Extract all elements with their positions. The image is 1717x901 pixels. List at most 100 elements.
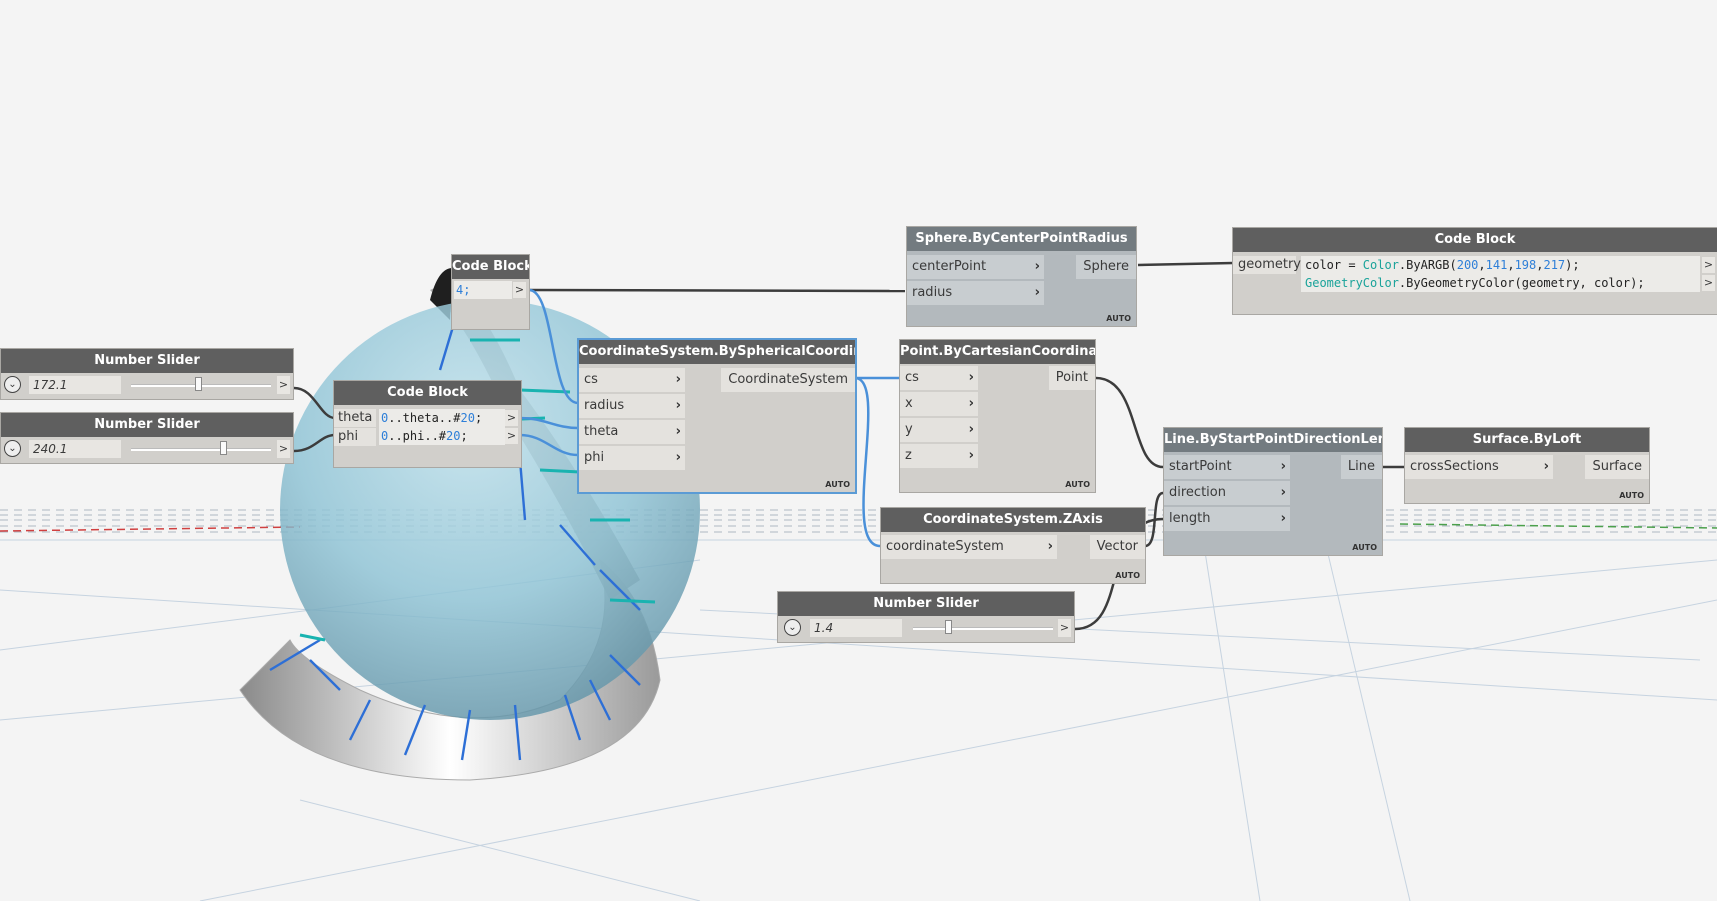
input-port-y[interactable]: y› bbox=[900, 418, 978, 442]
slider-track[interactable] bbox=[131, 448, 271, 451]
input-port-theta[interactable]: theta› bbox=[579, 420, 685, 444]
wire-sphere-geometry bbox=[1137, 261, 1234, 267]
slider-thumb[interactable] bbox=[195, 377, 202, 391]
output-port-vector[interactable]: Vector bbox=[1089, 535, 1145, 559]
wire-slider1-theta bbox=[293, 386, 336, 420]
slider-value-field[interactable]: 172.1 bbox=[29, 376, 121, 394]
input-port-crosssections[interactable]: crossSections› bbox=[1405, 455, 1553, 479]
lacing-indicator: AUTO bbox=[825, 480, 850, 489]
output-port-2[interactable]: > bbox=[1702, 275, 1715, 291]
chevron-right-icon: › bbox=[1280, 459, 1286, 474]
chevron-down-icon[interactable]: ⌄ bbox=[4, 440, 21, 457]
wire-point-to-line bbox=[1095, 376, 1164, 469]
output-port[interactable]: > bbox=[277, 376, 290, 394]
slider-value-field[interactable]: 1.4 bbox=[810, 619, 902, 637]
chevron-right-icon: › bbox=[968, 422, 974, 437]
number-slider-node-2[interactable]: Number Slider ⌄ 240.1 > bbox=[0, 412, 294, 464]
chevron-right-icon: › bbox=[968, 370, 974, 385]
wire-range-phi bbox=[519, 433, 579, 457]
output-port-point[interactable]: Point bbox=[1048, 366, 1095, 390]
code-block-node-range[interactable]: Code Block theta phi 0..theta..#20;0..ph… bbox=[333, 380, 522, 468]
point-by-cartesian-coordinates-node[interactable]: Point.ByCartesianCoordinates cs› x› y› z… bbox=[899, 339, 1096, 493]
code-line-1: color = Color.ByARGB(200,141,198,217); bbox=[1305, 258, 1580, 272]
lacing-indicator: AUTO bbox=[1065, 480, 1090, 489]
chevron-right-icon: › bbox=[1034, 259, 1040, 274]
output-port[interactable]: > bbox=[1058, 619, 1071, 637]
input-port-z[interactable]: z› bbox=[900, 444, 978, 468]
node-title: Code Block bbox=[1233, 228, 1717, 252]
input-port-cs[interactable]: cs› bbox=[579, 368, 685, 392]
node-title: Code Block bbox=[452, 255, 529, 279]
input-port-geometry[interactable]: geometry bbox=[1233, 256, 1301, 274]
sphere-by-center-point-radius-node[interactable]: Sphere.ByCenterPointRadius centerPoint› … bbox=[906, 226, 1137, 327]
input-port-x[interactable]: x› bbox=[900, 392, 978, 416]
number-slider-node-1[interactable]: Number Slider ⌄ 172.1 > bbox=[0, 348, 294, 400]
wire-4-to-cs-radius bbox=[528, 288, 579, 405]
output-port-2[interactable]: > bbox=[505, 428, 518, 444]
slider-thumb[interactable] bbox=[220, 441, 227, 455]
code-editor[interactable]: 4; bbox=[454, 281, 512, 299]
input-port-phi[interactable]: phi› bbox=[579, 446, 685, 470]
output-port-coordinatesystem[interactable]: CoordinateSystem bbox=[721, 368, 855, 392]
number-slider-node-3[interactable]: Number Slider ⌄ 1.4 > bbox=[777, 591, 1075, 643]
node-title: Number Slider bbox=[778, 592, 1074, 616]
y-axis-line bbox=[1399, 523, 1717, 529]
input-port-centerpoint[interactable]: centerPoint› bbox=[907, 255, 1044, 279]
output-port-line[interactable]: Line bbox=[1340, 455, 1382, 479]
wire-range-theta bbox=[519, 416, 579, 430]
chevron-right-icon: › bbox=[675, 450, 681, 465]
input-port-radius[interactable]: radius› bbox=[579, 394, 685, 418]
chevron-right-icon: › bbox=[675, 372, 681, 387]
node-title: Point.ByCartesianCoordinates bbox=[900, 340, 1095, 364]
input-port-radius[interactable]: radius› bbox=[907, 281, 1044, 305]
node-title: Sphere.ByCenterPointRadius bbox=[907, 227, 1136, 251]
input-port-direction[interactable]: direction› bbox=[1164, 481, 1290, 505]
chevron-right-icon: › bbox=[1280, 511, 1286, 526]
node-title: Number Slider bbox=[1, 413, 293, 437]
chevron-down-icon[interactable]: ⌄ bbox=[4, 376, 21, 393]
horizon-dashes bbox=[0, 509, 1717, 533]
wire-4-to-radius bbox=[528, 288, 906, 293]
code-line-2: GeometryColor.ByGeometryColor(geometry, … bbox=[1305, 276, 1645, 290]
output-port[interactable]: > bbox=[513, 282, 526, 298]
lacing-indicator: AUTO bbox=[1619, 491, 1644, 500]
lacing-indicator: AUTO bbox=[1352, 543, 1377, 552]
output-port-1[interactable]: > bbox=[1702, 257, 1715, 273]
output-port-sphere[interactable]: Sphere bbox=[1076, 255, 1136, 279]
chevron-right-icon: › bbox=[1543, 459, 1549, 474]
slider-thumb[interactable] bbox=[945, 620, 952, 634]
chevron-right-icon: › bbox=[968, 448, 974, 463]
chevron-down-icon[interactable]: ⌄ bbox=[784, 619, 801, 636]
node-title: Code Block bbox=[334, 381, 521, 405]
input-port-cs[interactable]: cs› bbox=[900, 366, 978, 390]
node-title: CoordinateSystem.ZAxis bbox=[881, 508, 1145, 532]
input-port-startpoint[interactable]: startPoint› bbox=[1164, 455, 1290, 479]
code-block-node-color[interactable]: Code Block geometry color = Color.ByARGB… bbox=[1232, 227, 1717, 315]
output-port[interactable]: > bbox=[277, 440, 290, 458]
output-port-surface[interactable]: Surface bbox=[1585, 455, 1649, 479]
code-editor[interactable]: color = Color.ByARGB(200,141,198,217); Ge… bbox=[1301, 256, 1700, 292]
slider-track[interactable] bbox=[913, 627, 1053, 630]
node-title: CoordinateSystem.BySphericalCoordinates bbox=[579, 340, 855, 364]
input-port-length[interactable]: length› bbox=[1164, 507, 1290, 531]
slider-value-field[interactable]: 240.1 bbox=[29, 440, 121, 458]
input-port-phi[interactable]: phi bbox=[334, 428, 376, 446]
input-port-coordinatesystem[interactable]: coordinateSystem› bbox=[881, 535, 1057, 559]
coordinate-system-spherical-node[interactable]: CoordinateSystem.BySphericalCoordinates … bbox=[577, 338, 857, 494]
wire-cs-to-zaxis bbox=[854, 376, 881, 548]
line-by-start-point-direction-length-node[interactable]: Line.ByStartPointDirectionLength startPo… bbox=[1163, 427, 1383, 556]
chevron-right-icon: › bbox=[968, 396, 974, 411]
lacing-indicator: AUTO bbox=[1106, 314, 1131, 323]
surface-by-loft-node[interactable]: Surface.ByLoft crossSections› Surface AU… bbox=[1404, 427, 1650, 504]
code-block-node-constant[interactable]: Code Block 4; > bbox=[451, 254, 530, 330]
node-title: Number Slider bbox=[1, 349, 293, 373]
chevron-right-icon: › bbox=[675, 398, 681, 413]
node-title: Surface.ByLoft bbox=[1405, 428, 1649, 452]
code-editor[interactable]: 0..theta..#20;0..phi..#20; bbox=[379, 409, 505, 445]
output-port-1[interactable]: > bbox=[505, 410, 518, 426]
chevron-right-icon: › bbox=[1047, 539, 1053, 554]
chevron-right-icon: › bbox=[1280, 485, 1286, 500]
coordinate-system-zaxis-node[interactable]: CoordinateSystem.ZAxis coordinateSystem›… bbox=[880, 507, 1146, 584]
lacing-indicator: AUTO bbox=[1115, 571, 1140, 580]
input-port-theta[interactable]: theta bbox=[334, 409, 376, 427]
